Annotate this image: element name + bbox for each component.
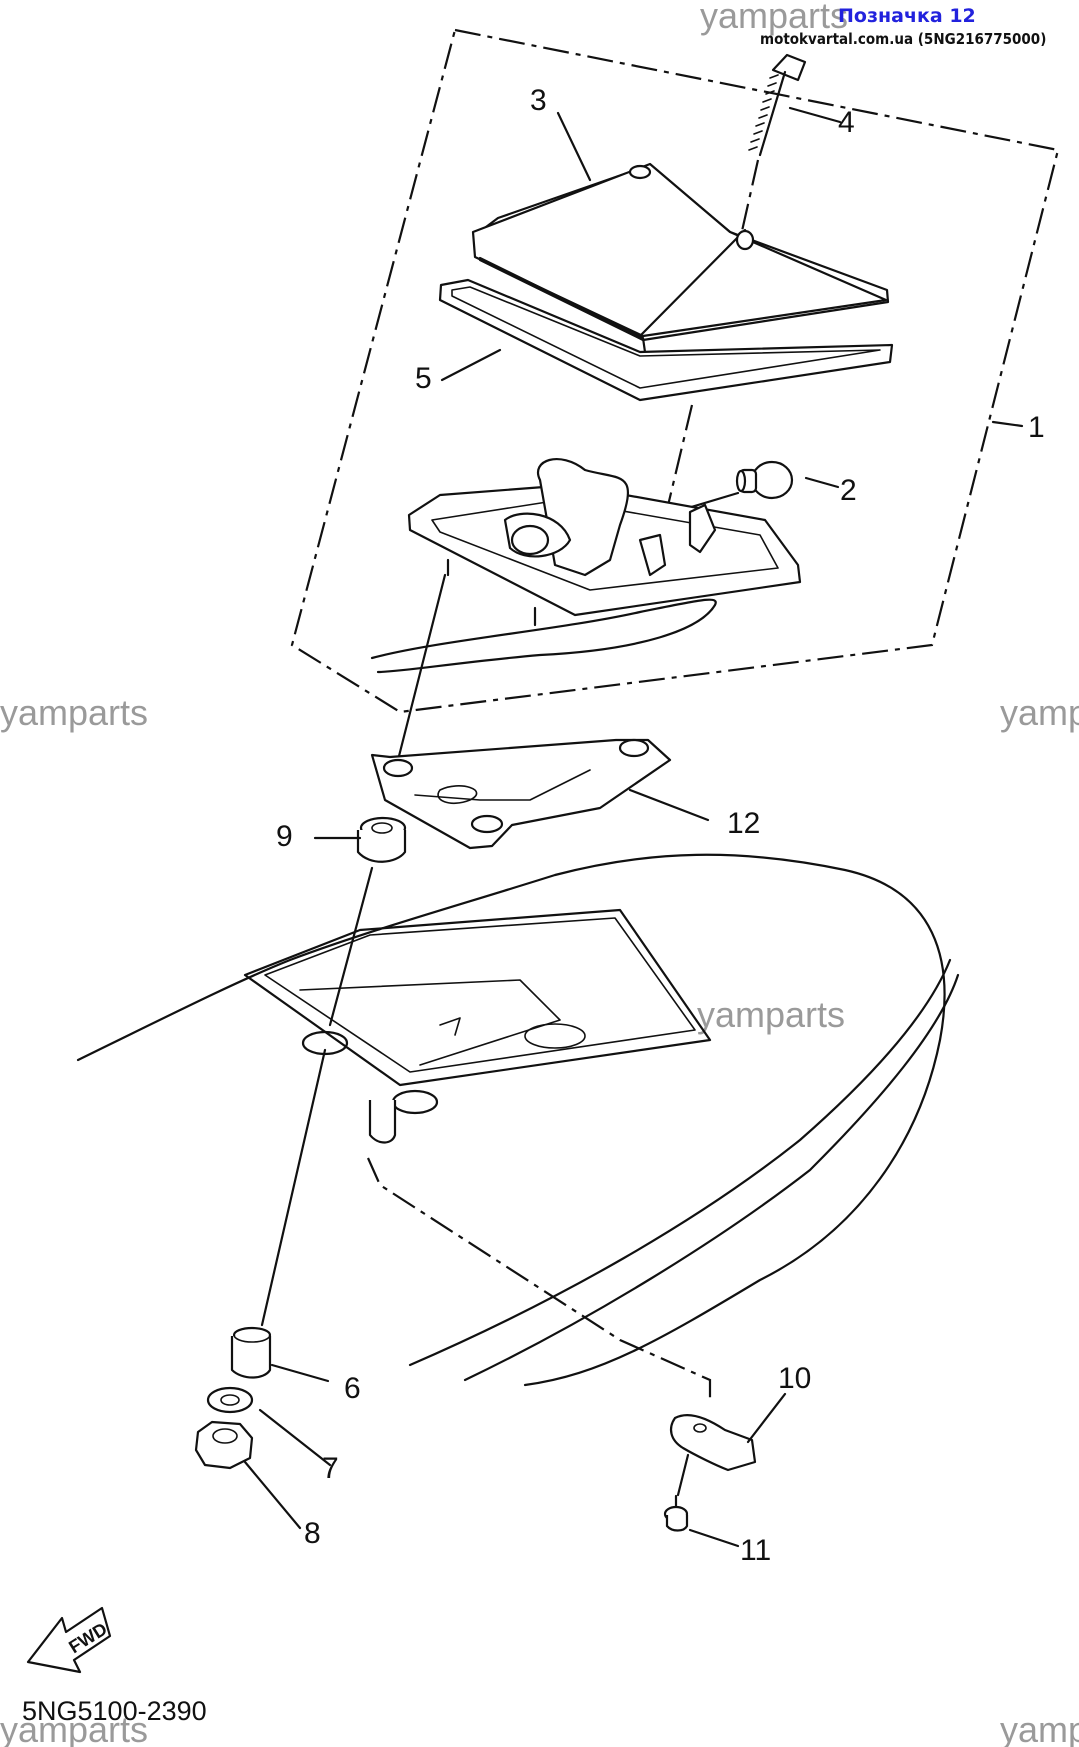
bulb <box>735 460 794 500</box>
lamp-lens <box>471 162 890 354</box>
collar <box>230 1326 272 1379</box>
fwd-arrow-icon: FWD <box>26 1606 112 1674</box>
part-title: Позначка 12 <box>838 5 976 27</box>
callout-7: 7 <box>322 1452 339 1485</box>
callout-3: 3 <box>530 84 547 117</box>
callout-2: 2 <box>840 474 857 507</box>
watermark-bottom-right: yamparts <box>1000 1709 1079 1747</box>
callout-9: 9 <box>276 820 293 853</box>
cable-clamp <box>669 1413 757 1472</box>
callout-5: 5 <box>415 362 432 395</box>
drawing-code: 5NG5100-2390 <box>22 1696 207 1726</box>
callout-4: 4 <box>838 106 855 139</box>
part-source: motokvartal.com.ua (5NG216775000) <box>760 30 1046 48</box>
screw <box>663 1494 689 1532</box>
callout-8: 8 <box>304 1517 321 1550</box>
callout-6: 6 <box>344 1372 361 1405</box>
lamp-gasket <box>438 278 894 402</box>
callout-numbers: 1 2 3 4 5 6 7 8 9 10 11 12 <box>276 84 1045 1567</box>
callout-11: 11 <box>740 1534 771 1567</box>
washer <box>206 1386 254 1414</box>
watermark-bottom-left: yamparts <box>0 1709 148 1747</box>
lamp-housing <box>370 458 802 674</box>
bolt <box>738 53 807 241</box>
callout-12: 12 <box>727 807 760 840</box>
assembly-outline <box>290 28 1060 714</box>
grommet <box>356 816 407 863</box>
rear-fender <box>76 853 960 1387</box>
watermark-center: yamparts <box>697 994 845 1035</box>
mounting-bracket <box>370 738 672 850</box>
callout-10: 10 <box>778 1362 811 1395</box>
callout-1: 1 <box>1028 411 1045 444</box>
watermark-right: yamparts <box>1000 692 1079 733</box>
nut <box>194 1420 254 1470</box>
watermark-left: yamparts <box>0 692 148 733</box>
leader-lines <box>243 106 1024 1548</box>
watermark-top: yamparts <box>700 0 848 36</box>
